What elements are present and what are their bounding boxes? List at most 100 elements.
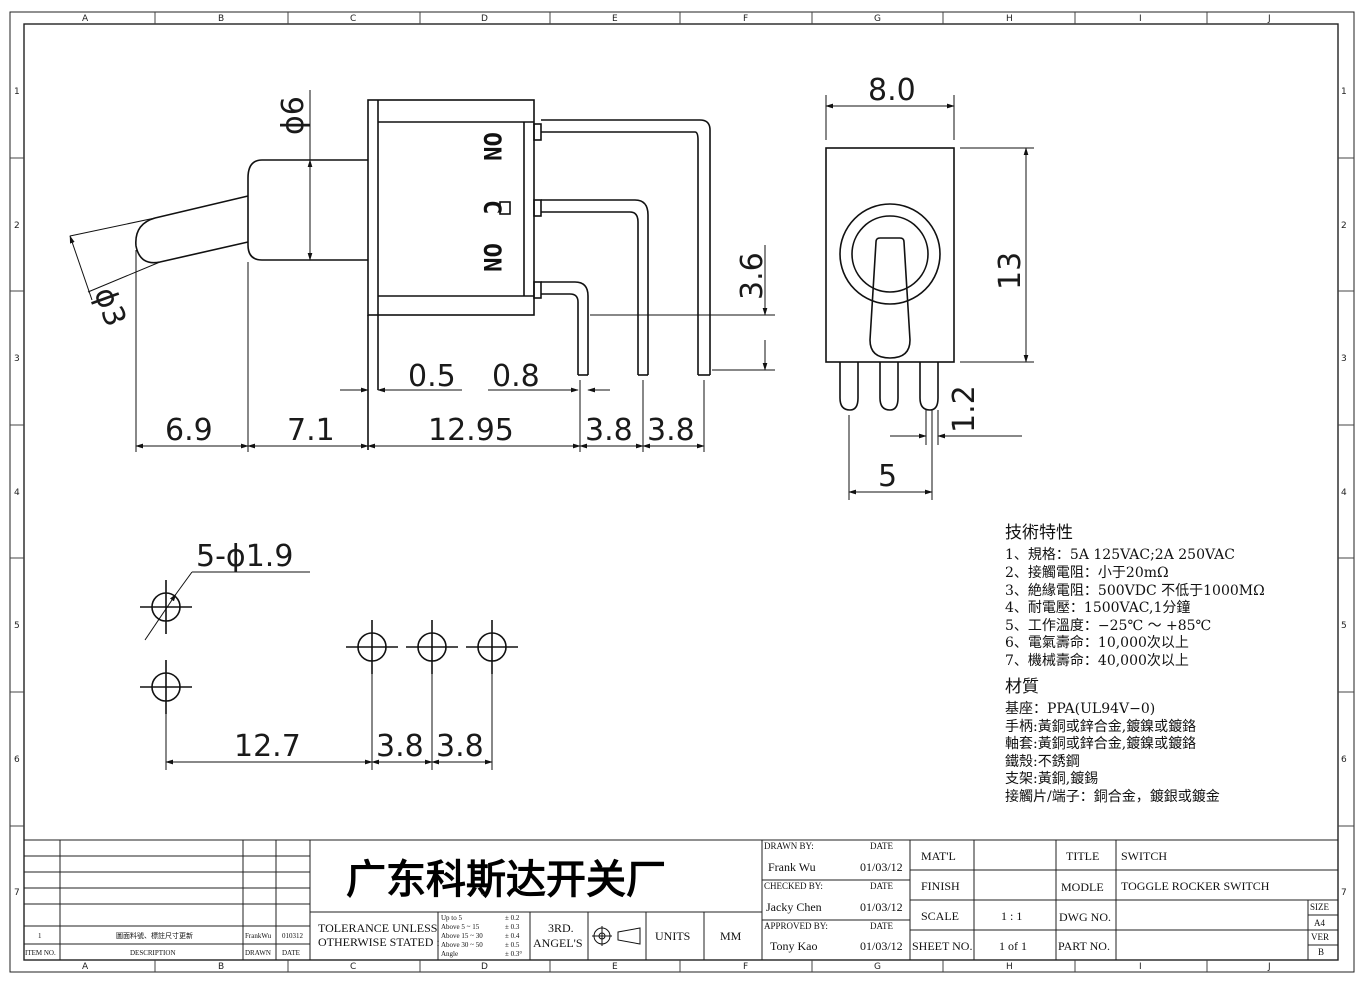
grid-ticks [10,12,1354,972]
material-line-3: 軸套:黃銅或鋅合金,鍍鎳或鍍鉻 [1005,735,1196,752]
grid-row-5-left: 5 [14,621,20,631]
material-line-2: 手柄:黃銅或鋅合金,鍍鎳或鍍鉻 [1005,718,1196,735]
grid-col-d-bottom: D [481,962,488,972]
dim-0-8: 0.8 [492,359,540,394]
terminal-1 [541,119,711,375]
grid-col-a-bottom: A [82,962,89,972]
col-item-no: ITEM NO. [25,949,56,957]
grid-col-h-top: H [1006,14,1013,24]
label-on-top: ON [478,132,506,161]
grid-col-e-top: E [612,14,618,24]
part-no-label: PART NO. [1058,939,1110,953]
specs-title: 技術特性 [1005,523,1073,543]
grid-col-c-top: C [350,14,356,24]
rev-date: 010312 [282,932,304,940]
modle-label: MODLE [1061,880,1104,894]
tolerance-label-1: TOLERANCE UNLESS [318,921,437,935]
spec-line-4: 4、耐電壓：1500VAC,1分鐘 [1005,599,1190,616]
dim-1-2: 1.2 [947,385,982,433]
grid-row-3-left: 3 [14,354,20,364]
dim-7-1: 7.1 [287,413,335,448]
angle-label-1: 3RD. [548,921,574,935]
tol-val-4: ± 0.5 [505,941,520,949]
checked-date: 01/03/12 [860,900,903,914]
lever-outline [135,195,249,264]
dim-3-6: 3.6 [735,252,770,300]
grid-row-5-right: 5 [1341,621,1347,631]
bushing-circle [839,203,941,305]
ver-label: VER [1311,932,1329,942]
grid-row-3-right: 3 [1341,354,1347,364]
front-view [825,147,955,411]
tol-val-2: ± 0.3 [505,923,520,931]
dim-3-8-a: 3.8 [585,413,633,448]
tol-range-2: Above 5 ~ 15 [441,923,480,931]
terminal-2 [541,199,649,375]
col-description: DESCRIPTION [130,949,176,957]
size-label: SIZE [1310,902,1330,912]
dwg-no-label: DWG NO. [1059,910,1111,924]
title-label: TITLE [1066,849,1099,863]
checked-date-label: DATE [870,881,893,891]
grid-row-6-left: 6 [14,755,20,765]
grid-col-b-bottom: B [218,962,224,972]
grid-row-6-right: 6 [1341,755,1347,765]
dim-3-8-c: 3.8 [376,729,424,764]
front-dimension-lines [825,95,1034,500]
third-angle-projection-icon [592,926,641,946]
approved-date-label: DATE [870,921,893,931]
dim-phi6: ϕ6 [276,96,311,135]
dim-12-7: 12.7 [234,729,301,764]
drawn-by-label: DRAWN BY: [764,841,814,851]
front-body [825,147,955,363]
label-c: C [478,200,506,214]
grid-col-a-top: A [82,14,89,24]
spec-line-5: 5、工作溫度：−25℃ ～ +85℃ [1005,618,1211,634]
tolerance-label-2: OTHERWISE STATED : [318,935,440,949]
terminal-3 [541,281,589,375]
dim-13: 13 [993,252,1028,290]
tol-val-5: ± 0.3° [505,950,522,958]
matl-label: MAT'L [921,849,956,863]
tol-val-1: ± 0.2 [505,914,520,922]
outer-frame [9,11,1355,973]
grid-col-c-bottom: C [350,962,356,972]
tol-range-3: Above 15 ~ 30 [441,932,483,940]
checked-by: Jacky Chen [766,900,822,914]
grid-row-2-right: 2 [1341,221,1347,231]
grid-row-4-left: 4 [14,488,20,498]
spec-line-2: 2、接觸電阻：小于20mΩ [1005,564,1169,581]
lever-front [869,237,911,359]
pcb-dimension-lines [144,571,493,770]
dim-8-0: 8.0 [868,73,916,108]
grid-row-2-left: 2 [14,221,20,231]
modle-value: TOGGLE ROCKER SWITCH [1121,879,1270,893]
units-value: MM [720,929,742,943]
drawn-date-label: DATE [870,841,893,851]
side-view [135,99,711,450]
pcb-layout [140,580,518,714]
scale-label: SCALE [921,909,959,923]
drawn-date: 01/03/12 [860,860,903,874]
switch-body [367,99,535,316]
grid-col-f-bottom: F [743,962,748,972]
material-line-5: 支架:黃銅,鍍錫 [1005,770,1098,787]
grid-row-7-left: 7 [14,888,20,898]
title-block-grid [24,839,1338,960]
material-line-6: 接觸片/端子：銅合金，鍍銀或鍍金 [1005,788,1220,805]
scale-value: 1 : 1 [1001,909,1022,923]
grid-col-i-top: I [1139,14,1142,24]
col-date: DATE [282,949,300,957]
checked-by-label: CHECKED BY: [764,881,823,891]
rev-item: 1 [38,932,42,940]
rev-description: 圖面料號、標註尺寸更新 [116,931,193,940]
tol-val-3: ± 0.4 [505,932,520,940]
dim-0-5: 0.5 [408,359,456,394]
dim-3-8-b: 3.8 [647,413,695,448]
grid-col-j-top: J [1267,14,1271,24]
finish-label: FINISH [921,879,960,893]
company-name: 广东科斯达开关厂 [346,857,666,903]
approved-by-label: APPROVED BY: [764,921,828,931]
grid-col-g-bottom: G [874,962,881,972]
